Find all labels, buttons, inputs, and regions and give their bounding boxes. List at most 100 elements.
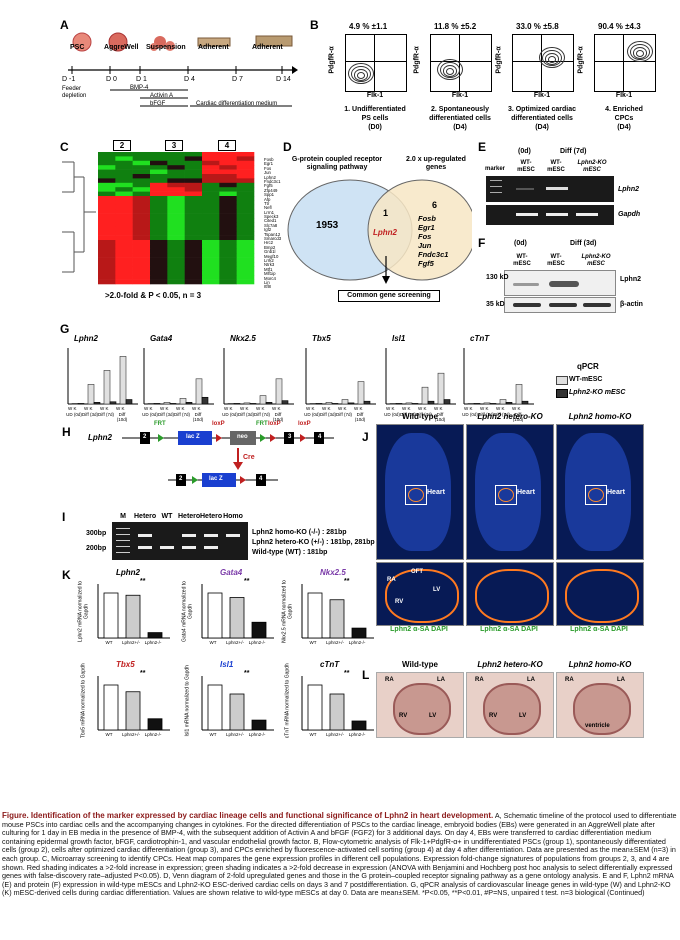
g-chart-title-Tbx5: Tbx5: [312, 334, 331, 343]
k-group-label: Lphn2+/-: [326, 732, 344, 737]
i-ladder-band: [116, 528, 130, 529]
heatmap-cell: [150, 231, 168, 236]
heatmap-gene-label: Afp: [264, 196, 271, 202]
k-bar: [351, 627, 367, 639]
heatmap-cell: [132, 222, 151, 228]
j-heart-box: [585, 485, 607, 505]
heatmap-cell: [115, 248, 133, 254]
heatmap-gene-label: Tspan12: [264, 231, 281, 237]
i-lane-5: Hetero: [200, 513, 223, 520]
g-legend-swatch-ko: [556, 389, 568, 398]
flow-ylabel-3: PdgfR-α: [495, 46, 503, 74]
figure-caption: Figure. Identification of the marker exp…: [2, 811, 678, 898]
heatmap-cell: [150, 213, 168, 219]
g-bar-ko: [281, 400, 289, 405]
f-header-diff3: Diff (3d): [570, 240, 597, 247]
k-bar: [103, 592, 119, 639]
g-wk-label: W K: [496, 406, 505, 411]
k-group-label: WT: [105, 640, 113, 645]
k-bar: [229, 597, 245, 639]
i-legend-wt: Wild-type (WT) : 181bp: [252, 549, 328, 556]
k-ylabel-Lphn2: Lphn2 mRNA normalized to Gapdh: [77, 580, 90, 643]
g-bar-ko: [153, 403, 161, 405]
k-bar: [251, 719, 267, 731]
flow-percent-3: 33.0 % ±5.8: [516, 22, 559, 31]
heatmap-cell: [132, 152, 151, 157]
heatmap-cell: [219, 253, 237, 258]
g-xlabel: Diff (7d): [416, 412, 432, 417]
g-bar-ko: [411, 403, 419, 405]
k-ylabel-Gata4: Gata4 mRNA normalized to Gapdh: [181, 581, 194, 642]
k-bar: [329, 599, 345, 639]
k-bar: [103, 684, 119, 731]
heatmap-gene-label: Lrrn1: [264, 209, 275, 215]
e-band-gapdh: Gapdh: [618, 211, 641, 218]
i-lane-1: M: [120, 513, 126, 520]
f-marker-35: 35 kD: [486, 301, 505, 308]
venn-left-count: 1953: [316, 220, 339, 231]
heatmap-cell: [202, 196, 220, 201]
e-lane-wt0: WT-mESC: [517, 160, 535, 173]
heatmap-cell: [184, 178, 203, 184]
heatmap-cell: [115, 231, 133, 236]
heatmap-cell: [132, 187, 151, 192]
heatmap-cell: [98, 169, 116, 175]
l-ra: RA: [565, 677, 574, 683]
j-heart-box: [495, 485, 517, 505]
heatmap-cell: [202, 244, 220, 250]
heatmap-cell: [184, 165, 203, 170]
heatmap-cell: [132, 270, 151, 276]
venn-gene: Jun: [418, 241, 432, 250]
factor-bfgf: bFGF: [150, 101, 166, 107]
flow-contour: [348, 63, 374, 85]
k-sig-cTnT: **: [344, 670, 350, 677]
heatmap-cell: [150, 248, 168, 254]
heatmap-cell: [219, 174, 237, 179]
j-heart-zoom-3: [556, 562, 644, 626]
j-heart-label: Heart: [607, 489, 625, 496]
g-bar-wt: [421, 386, 429, 405]
g-bar-ko: [315, 403, 323, 405]
heatmap-cell: [132, 257, 151, 263]
g-wk-label: W K: [480, 406, 489, 411]
common-gene-screening: Common gene screening: [338, 290, 440, 302]
g-xlabel: Diff (10d): [434, 412, 446, 422]
heatmap-cell: [184, 174, 203, 179]
heatmap-cell: [98, 226, 116, 232]
panel-label-g: G: [60, 322, 70, 336]
g-wk-label: W K: [68, 406, 77, 411]
k-ylabel-Tbx5: Tbx5 mRNA normalized to Gapdh: [80, 663, 87, 739]
heatmap-cell: [236, 279, 255, 285]
f-marker-130: 130 kD: [486, 274, 509, 281]
stage-psc: PSC: [70, 44, 85, 51]
flow-ylabel-2: PdgfR-α: [413, 46, 421, 74]
h-after-exon-2: 2: [179, 476, 183, 482]
heatmap-cell: [236, 257, 255, 263]
i-lane-6: Homo: [223, 513, 243, 520]
heatmap-cell: [236, 222, 255, 228]
k-group-label: WT: [309, 640, 317, 645]
heatmap-cell: [184, 156, 203, 162]
g-bar-wt: [275, 378, 283, 405]
heatmap-gene-label: Zfp449: [264, 187, 278, 193]
k-group-label: WT: [209, 732, 217, 737]
venn-gene: Fndc3c1: [418, 250, 449, 259]
heatmap-cell: [115, 235, 133, 241]
flow-gate-h: [431, 61, 491, 62]
panel-label-d: D: [283, 140, 292, 154]
g-wk-label: W K: [84, 406, 93, 411]
g-wk-label: W K: [100, 406, 109, 411]
heatmap-cell: [202, 165, 220, 170]
k-title-Nkx2.5: Nkx2.5: [320, 568, 346, 577]
k-bar: [329, 693, 345, 731]
heatmap-cell: [167, 213, 185, 219]
heatmap-cell: [167, 266, 185, 272]
g-bar-ko: [521, 400, 529, 405]
k-bar: [147, 718, 163, 731]
heatmap-cell: [219, 244, 237, 250]
h-neo: neo: [237, 434, 248, 440]
heatmap-cell: [184, 169, 203, 175]
h-frt-2: FRT: [256, 421, 268, 427]
j-whole-embryo-1: Heart: [376, 424, 464, 560]
